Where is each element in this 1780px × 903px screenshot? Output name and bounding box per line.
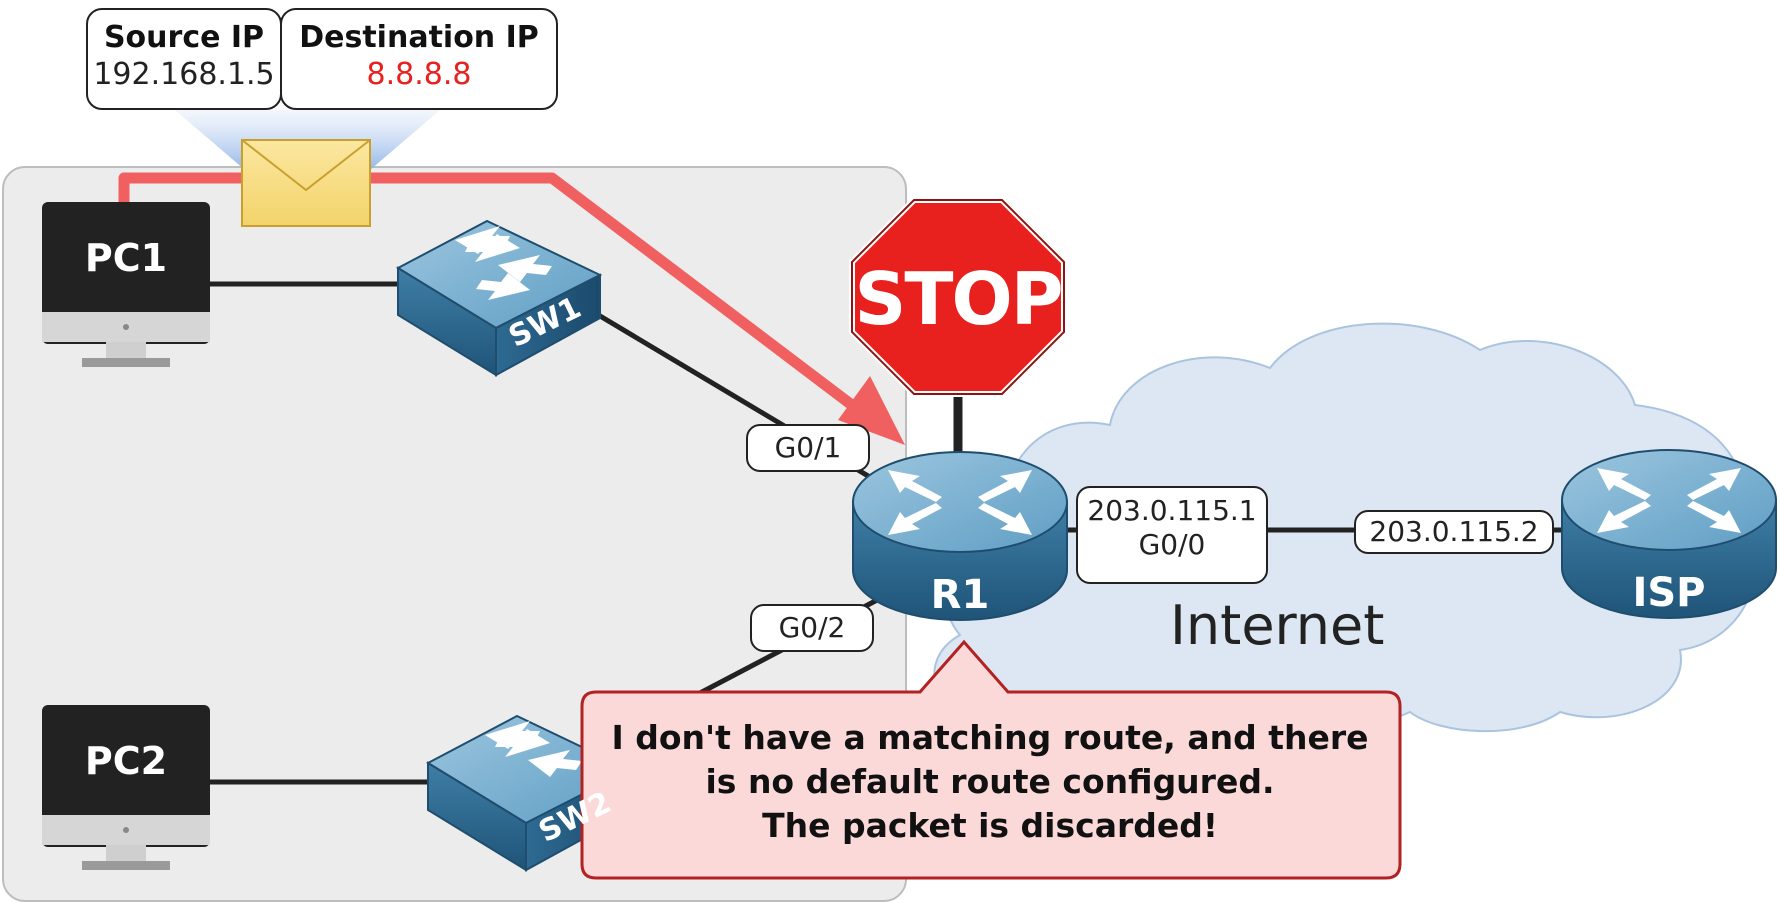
source-ip-box: Source IP 192.168.1.5: [86, 8, 282, 110]
callout-line-1: I don't have a matching route, and there: [611, 718, 1369, 757]
isp-icon: [1561, 449, 1777, 619]
sw1-icon: [395, 219, 603, 377]
isp-label: ISP: [1632, 570, 1706, 616]
callout-line-2: is no default route configured.: [705, 762, 1275, 801]
pc1-label: PC1: [84, 236, 168, 280]
callout-text: I don't have a matching route, and there…: [580, 716, 1400, 848]
source-ip-title: Source IP: [103, 20, 265, 55]
stop-sign-text: STOP: [855, 257, 1062, 341]
pc2-icon: [42, 705, 210, 870]
r1-g0-2-tag: G0/2: [750, 604, 874, 652]
r1-g0-1-tag: G0/1: [746, 424, 870, 472]
envelope-icon: [241, 139, 371, 227]
pc1-icon: [42, 202, 210, 367]
isp-ip-tag: 203.0.115.2: [1354, 510, 1554, 554]
source-ip-value: 192.168.1.5: [93, 57, 275, 92]
destination-ip-value: 8.8.8.8: [366, 57, 472, 92]
r1-g0-0-ip: 203.0.115.1: [1087, 494, 1257, 527]
destination-ip-title: Destination IP: [299, 20, 539, 55]
stop-sign-icon: STOP: [849, 197, 1067, 397]
destination-ip-box: Destination IP 8.8.8.8: [280, 8, 558, 110]
r1-icon: [852, 451, 1068, 621]
callout-bubble: [580, 639, 1402, 880]
r1-label: R1: [930, 572, 990, 618]
r1-g0-0-tag: 203.0.115.1 G0/0: [1076, 486, 1268, 584]
callout-line-3: The packet is discarded!: [762, 806, 1218, 845]
internet-label: Internet: [1170, 594, 1385, 657]
r1-g0-0-name: G0/0: [1138, 528, 1206, 561]
pc2-label: PC2: [84, 739, 168, 783]
